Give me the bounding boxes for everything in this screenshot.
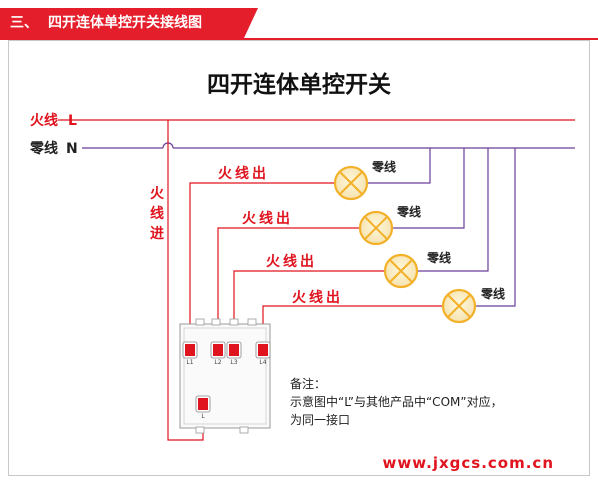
neutral-wire-3 — [417, 148, 489, 272]
neutral-label-3: 零线 — [426, 250, 451, 265]
neutral-wire-1 — [367, 148, 431, 184]
live-out-wire-4 — [262, 305, 443, 345]
neutral-wire-2 — [392, 148, 465, 229]
switch-panel — [179, 318, 271, 434]
diagram-frame — [8, 40, 590, 476]
live-out-label-2: 火线出 — [242, 210, 293, 227]
terminal-l2-label: L2 — [214, 359, 221, 366]
terminal-l4: L4 — [255, 341, 271, 366]
section-title: 四开连体单控开关接线图 — [48, 15, 202, 31]
diagram-title: 四开连体单控开关 — [207, 71, 391, 98]
terminal-l-label: L — [201, 413, 205, 420]
website-watermark: www.jxgcs.com.cn — [383, 454, 554, 472]
terminal-l3: L3 — [226, 341, 242, 366]
live-in-char-1: 火 — [150, 186, 165, 202]
terminal-l1-label: L1 — [186, 359, 193, 366]
live-out-wire-2 — [217, 227, 360, 345]
note-line-2: 为同一接口 — [290, 412, 350, 427]
lamp-icon — [358, 210, 394, 246]
terminal-l-common: L — [195, 395, 211, 420]
neutral-label-1: 零线 — [371, 159, 396, 174]
live-line-letter: L — [68, 113, 77, 129]
note-line-1: 示意图中“L”与其他产品中“COM”对应， — [290, 394, 503, 409]
live-in-char-2: 线 — [150, 205, 164, 222]
neutral-label-2: 零线 — [396, 204, 421, 219]
note-title: 备注： — [290, 376, 326, 391]
terminal-l4-label: L4 — [259, 359, 266, 366]
live-line-label: 火线 — [30, 112, 58, 129]
live-in-char-3: 进 — [150, 226, 164, 242]
neutral-line-letter: N — [66, 141, 78, 157]
neutral-label-4: 零线 — [480, 286, 505, 301]
neutral-line-label: 零线 — [29, 140, 58, 157]
section-index: 三、 — [10, 15, 38, 31]
lamp-icon — [383, 253, 419, 289]
section-header: 三、四开连体单控开关接线图 — [0, 8, 598, 40]
terminal-l1: L1 — [182, 341, 198, 366]
lamp-icon — [333, 165, 369, 201]
live-out-label-1: 火线出 — [218, 165, 269, 182]
terminal-l3-label: L3 — [230, 359, 237, 366]
tab-fold-decoration — [244, 8, 258, 38]
live-out-label-4: 火线出 — [292, 289, 343, 306]
lamp-icon — [441, 288, 477, 324]
section-tab: 三、四开连体单控开关接线图 — [0, 8, 244, 38]
neutral-wire-4 — [475, 148, 516, 307]
terminal-l2: L2 — [210, 341, 226, 366]
live-out-wire-1 — [189, 182, 335, 345]
live-out-label-3: 火线出 — [266, 253, 317, 270]
